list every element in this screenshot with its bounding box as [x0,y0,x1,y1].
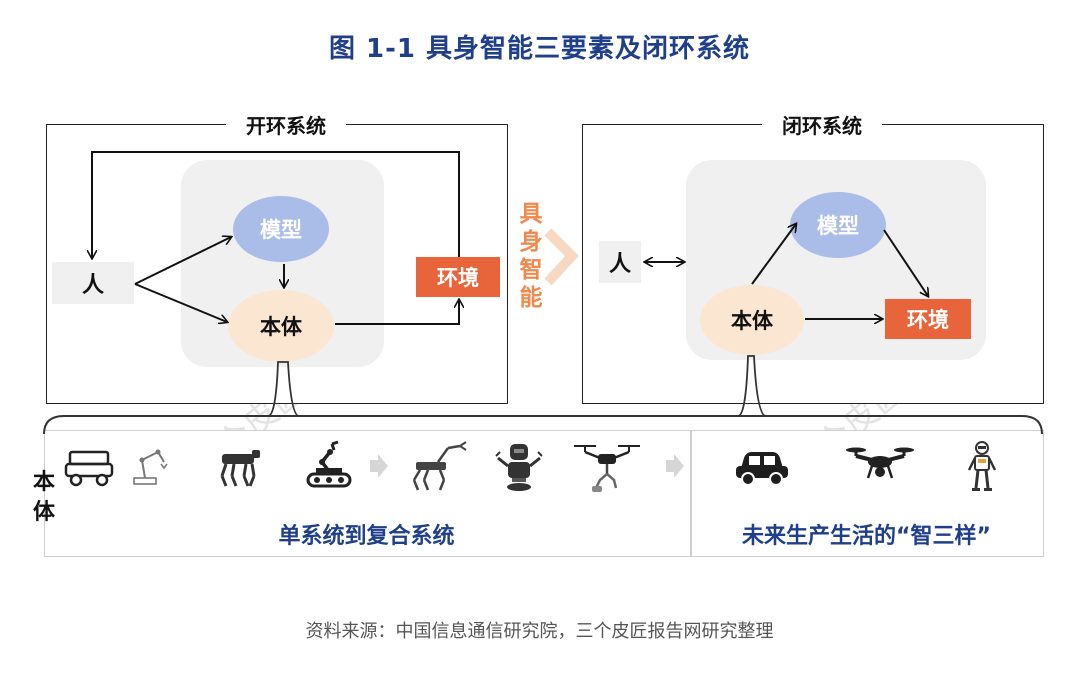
closed-loop-title: 闭环系统 [762,110,882,139]
closed-environment-node: 环境 [885,299,971,339]
humanoid-robot-icon [494,440,544,492]
side-label-char: 本 [32,470,55,495]
open-body-link [267,361,300,417]
side-label-char: 体 [32,500,55,525]
source-note: 资料来源：中国信息通信研究院，三个皮匠报告网研究整理 [305,621,774,642]
left-caption: 单系统到复合系统 [278,524,455,549]
closed-model-node: 模型 [790,192,886,258]
feedback-arrow [92,151,460,258]
drone-icon [844,444,916,484]
arrow-right-icon [368,452,390,480]
open-loop-title: 开环系统 [226,110,346,139]
arrow-right-icon [664,452,686,480]
center-label-char: 具 [519,201,543,227]
dog-arm-robot-icon [408,440,468,492]
page-title: 图 1-1 具身智能三要素及闭环系统 [328,34,751,64]
center-label: 具 身 智 能 [516,200,546,312]
left-body-strip [44,430,691,557]
center-chevron [544,228,579,286]
open-person-node: 人 [52,262,134,304]
closed-body-node: 本体 [700,285,804,355]
robot-arm-icon [128,444,172,488]
strip-brace [43,415,1043,435]
car-icon [734,446,790,486]
cart-icon [64,446,114,488]
open-body-node: 本体 [228,290,334,362]
closed-person-node: 人 [599,241,641,283]
robot-dog-icon [214,446,264,490]
model-to-environment-arrow [883,229,928,296]
body-to-environment-arrow [335,300,459,325]
center-label-char: 能 [519,285,543,311]
body-side-label: 本 体 [30,468,58,528]
right-body-strip [691,430,1044,557]
center-label-char: 身 [519,229,543,255]
person-to-model-arrow [134,237,231,285]
open-model-node: 模型 [233,196,329,262]
body-to-model-arrow [751,224,796,285]
person-to-body-arrow [134,283,227,322]
tracked-robot-icon [304,440,354,490]
drone-gripper-icon [570,440,644,498]
humanoid-icon [964,440,1000,494]
closed-body-link [737,355,767,417]
right-caption: 未来生产生活的“智三样” [742,524,991,549]
open-environment-node: 环境 [416,257,500,297]
center-label-char: 智 [519,257,543,283]
